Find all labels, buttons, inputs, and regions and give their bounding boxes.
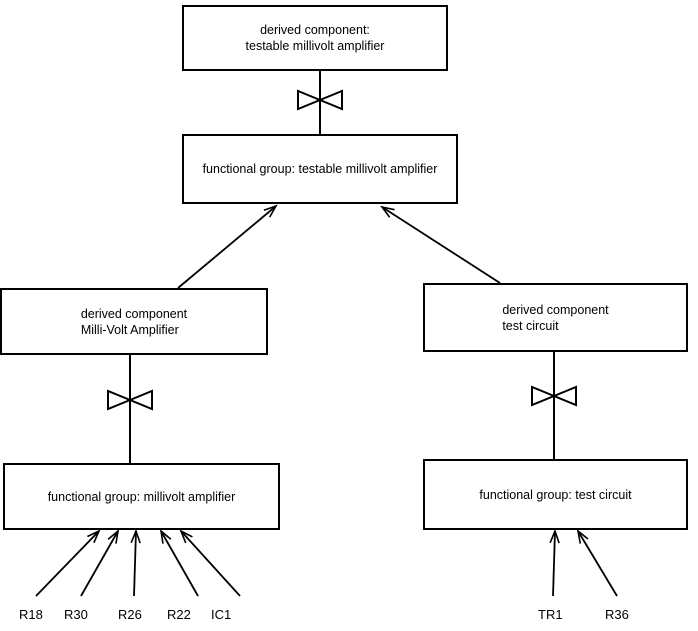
realization-left-bowtie-left [107, 389, 133, 411]
milli-volt-amplifier-to-functional-group [177, 204, 278, 289]
realization-left-bowtie-right [127, 389, 153, 411]
ic1-arrow [179, 529, 241, 597]
tr1-arrow [549, 528, 560, 597]
leaf-label-ic1[interactable]: IC1 [211, 607, 232, 622]
r26-arrow [130, 528, 141, 597]
r30-arrow [80, 529, 120, 597]
node-derived-testable-millivolt-amplifier[interactable]: derived component: testable millivolt am… [182, 5, 448, 71]
node-label: derived component: testable millivolt am… [245, 23, 385, 53]
test-circuit-to-functional-group [380, 205, 501, 284]
realization-right-bowtie-right [551, 385, 577, 407]
leaf-label-r30[interactable]: R30 [64, 607, 88, 622]
node-derived-test-circuit[interactable]: derived component test circuit [423, 283, 688, 352]
realization-top-bowtie-left [297, 89, 323, 111]
node-label: functional group: millivolt amplifier [47, 489, 236, 504]
r22-arrow [159, 529, 199, 597]
node-functional-group-testable-millivolt-amplifier[interactable]: functional group: testable millivolt amp… [182, 134, 458, 204]
node-derived-milli-volt-amplifier[interactable]: derived component Milli-Volt Amplifier [0, 288, 268, 355]
leaf-label-r22[interactable]: R22 [167, 607, 191, 622]
leaf-label-tr1[interactable]: TR1 [538, 607, 563, 622]
r36-arrow [576, 529, 618, 597]
realization-top-bowtie-right [317, 89, 343, 111]
leaf-label-r36[interactable]: R36 [605, 607, 629, 622]
r18-arrow [35, 529, 101, 597]
node-label: functional group: testable millivolt amp… [202, 162, 438, 176]
node-functional-group-millivolt-amplifier[interactable]: functional group: millivolt amplifier [3, 463, 280, 530]
node-label: functional group: test circuit [479, 487, 632, 502]
node-label: derived component test circuit [502, 302, 609, 333]
node-functional-group-test-circuit[interactable]: functional group: test circuit [423, 459, 688, 530]
leaf-label-r18[interactable]: R18 [19, 607, 43, 622]
realization-right-bowtie-left [531, 385, 557, 407]
node-label: derived component Milli-Volt Amplifier [80, 306, 188, 337]
connector-layer [35, 71, 618, 597]
leaf-label-r26[interactable]: R26 [118, 607, 142, 622]
